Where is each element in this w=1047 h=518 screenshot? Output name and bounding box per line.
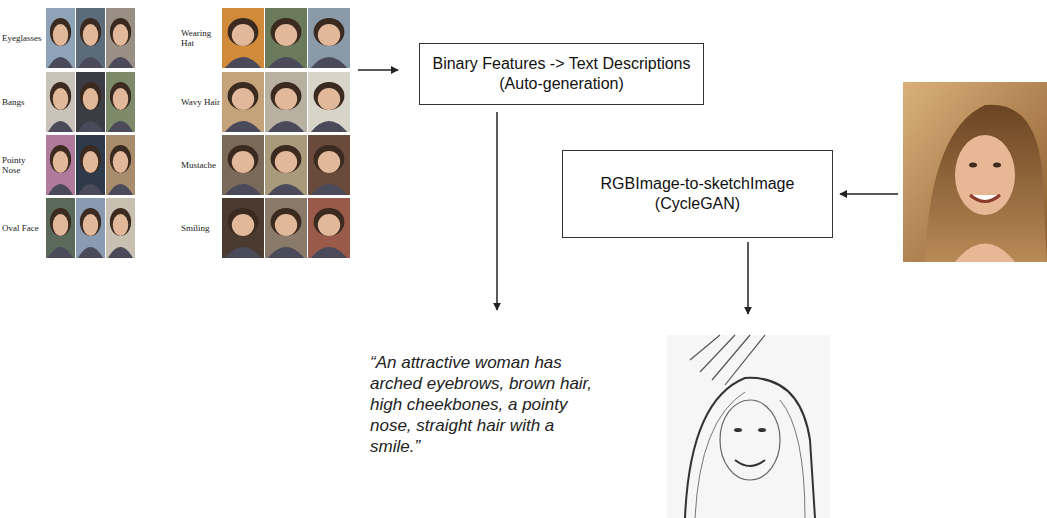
face-thumbnail [106,72,135,132]
face-thumbnail [76,135,105,195]
face-thumbnail [76,198,105,258]
photo-neck [955,244,1015,263]
input-photo [903,82,1047,262]
photo-eye [993,163,1001,168]
sketch-eye [734,428,742,432]
attribute-label: Bangs [2,97,45,107]
photo-smile [970,195,1000,202]
face-thumbnail [265,198,307,258]
face-thumbnail [308,72,350,132]
sketch-face [720,400,780,480]
face-thumbnail [46,8,75,68]
attribute-label: Wavy Hair [181,97,221,107]
sketch-eye [758,428,766,432]
face-thumbnail [106,135,135,195]
process-box: RGBImage-to-sketchImage(CycleGAN) [562,150,833,238]
photo-background [903,82,1047,262]
sketch-hair-strands [695,392,805,518]
flow-arrow [358,69,398,71]
photo-hair [925,105,1047,262]
face-thumbnail [222,135,264,195]
flow-arrow [840,193,898,195]
attribute-label: Smiling [181,223,221,233]
output-sketch [667,335,830,518]
attribute-label: Wearing Hat [181,28,221,48]
sketch-background [667,335,830,518]
flow-arrow [747,242,749,314]
face-thumbnail [76,8,105,68]
face-thumbnail [76,72,105,132]
box-subtitle: (Auto-generation) [499,74,624,94]
process-box: Binary Features -> Text Descriptions(Aut… [419,43,704,105]
face-thumbnail [222,198,264,258]
face-thumbnail [222,8,264,68]
face-thumbnail [265,135,307,195]
attribute-label: Eyeglasses [2,33,45,43]
flow-arrow [496,112,498,310]
face-thumbnail [106,198,135,258]
photo-eye [969,163,977,168]
face-thumbnail [265,8,307,68]
attribute-label: Mustache [181,160,221,170]
face-thumbnail [106,8,135,68]
face-thumbnail [308,135,350,195]
face-grid [46,8,350,258]
attribute-label: Oval Face [2,223,45,233]
sketch-smile [735,460,765,466]
face-thumbnail [46,72,75,132]
face-thumbnail [46,135,75,195]
face-thumbnail [222,72,264,132]
box-title: RGBImage-to-sketchImage [601,174,795,194]
box-title: Binary Features -> Text Descriptions [432,54,690,74]
face-thumbnail [308,8,350,68]
sketch-hair [685,378,815,518]
generated-description: “An attractive woman has arched eyebrows… [370,352,598,457]
face-thumbnail [308,198,350,258]
attribute-label: Pointy Nose [2,155,45,175]
face-thumbnail [46,198,75,258]
box-subtitle: (CycleGAN) [655,194,740,214]
photo-face [955,135,1015,215]
face-thumbnail [265,72,307,132]
